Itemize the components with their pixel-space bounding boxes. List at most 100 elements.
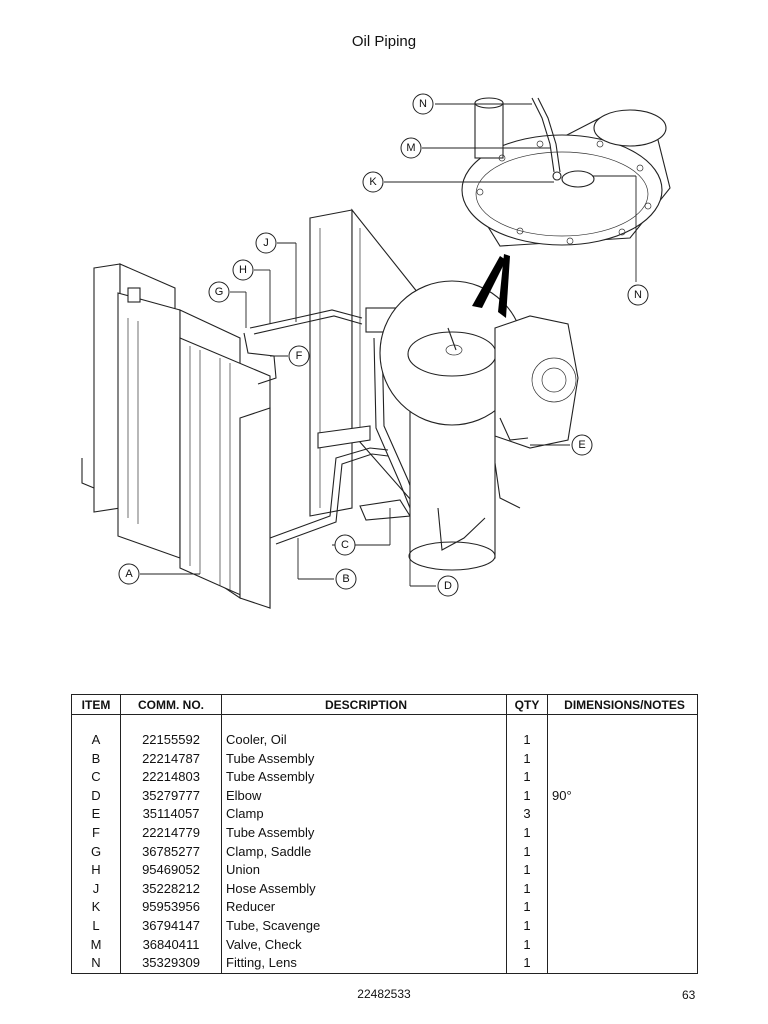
description-cell: Tube Assembly	[221, 749, 507, 769]
notes-cell	[547, 805, 698, 824]
item-cell: A	[71, 731, 121, 750]
comm-no-cell: 22214787	[120, 749, 222, 769]
callout-e: E	[571, 434, 593, 456]
item-cell: C	[71, 768, 121, 787]
comm-no-cell: 36840411	[120, 935, 222, 955]
notes-cell	[547, 731, 698, 750]
comm-no-cell: 22214779	[120, 823, 222, 843]
description-cell: Tube, Scavenge	[221, 916, 507, 936]
qty-cell: 1	[506, 842, 548, 862]
qty-cell: 1	[506, 916, 548, 936]
parts-table: ITEM COMM. NO. DESCRIPTION QTY DIMENSION…	[71, 694, 698, 974]
callout-m: N	[412, 93, 434, 115]
notes-cell	[547, 749, 698, 769]
comm-no-cell: 95953956	[120, 898, 222, 917]
callout-label: K	[369, 176, 377, 188]
table-spacer-row	[71, 714, 698, 731]
notes-cell	[547, 954, 698, 974]
callout-d: D	[437, 575, 459, 597]
callout-f: F	[288, 345, 310, 367]
description-cell: Elbow	[221, 786, 507, 806]
exploded-view-drawing: N M K N J H G F E C B D	[81, 93, 671, 609]
item-cell: D	[71, 786, 121, 806]
qty-cell: 3	[506, 805, 548, 824]
callout-label: N	[419, 98, 427, 110]
notes-cell	[547, 935, 698, 955]
parts-table-header: ITEM COMM. NO. DESCRIPTION QTY DIMENSION…	[71, 694, 698, 715]
callout-label: M	[406, 142, 415, 154]
description-cell: Cooler, Oil	[221, 731, 507, 750]
qty-cell: 1	[506, 879, 548, 899]
item-cell: K	[71, 898, 121, 917]
qty-cell: 1	[506, 954, 548, 974]
notes-cell	[547, 879, 698, 899]
item-cell: J	[71, 879, 121, 899]
detail-view-drawing	[461, 97, 671, 318]
qty-cell: 1	[506, 731, 548, 750]
description-cell: Union	[221, 861, 507, 880]
callout-h: H	[232, 259, 254, 281]
description-cell: Clamp, Saddle	[221, 842, 507, 862]
qty-cell: 1	[506, 861, 548, 880]
callout-n: N	[627, 284, 649, 306]
callout-g: G	[208, 281, 230, 303]
notes-cell	[547, 768, 698, 787]
description-cell: Valve, Check	[221, 935, 507, 955]
callout-label: J	[263, 237, 269, 249]
comm-no-cell: 36794147	[120, 916, 222, 936]
header-item: ITEM	[71, 694, 121, 715]
callout-label: F	[296, 350, 303, 362]
callout-label: N	[634, 289, 642, 301]
description-cell: Hose Assembly	[221, 879, 507, 899]
compressor-drawing	[494, 315, 579, 509]
description-cell: Tube Assembly	[221, 768, 507, 787]
callout-j: J	[255, 232, 277, 254]
callout-label: B	[342, 573, 349, 585]
notes-cell	[547, 898, 698, 917]
description-cell: Tube Assembly	[221, 823, 507, 843]
oil-cooler-drawing	[81, 263, 271, 609]
description-cell: Fitting, Lens	[221, 954, 507, 974]
callout-l: M	[400, 137, 422, 159]
header-comm-no: COMM. NO.	[120, 694, 222, 715]
item-cell: B	[71, 749, 121, 769]
comm-no-cell: 36785277	[120, 842, 222, 862]
qty-cell: 1	[506, 749, 548, 769]
comm-no-cell: 95469052	[120, 861, 222, 880]
item-cell: F	[71, 823, 121, 843]
comm-no-cell: 22214803	[120, 768, 222, 787]
notes-cell	[547, 916, 698, 936]
callout-label: G	[215, 286, 224, 298]
separator-tank-drawing	[379, 280, 525, 571]
oil-piping-diagram: N M K N J H G F E C B D	[70, 88, 710, 628]
qty-cell: 1	[506, 786, 548, 806]
item-cell: M	[71, 935, 121, 955]
comm-no-cell: 35114057	[120, 805, 222, 824]
description-cell: Reducer	[221, 898, 507, 917]
callout-label: A	[125, 568, 133, 580]
callout-label: D	[444, 580, 452, 592]
comm-no-cell: 22155592	[120, 731, 222, 750]
notes-cell	[547, 861, 698, 880]
callout-a: A	[118, 563, 140, 585]
notes-cell: 90°	[547, 786, 698, 806]
qty-cell: 1	[506, 823, 548, 843]
callout-k: K	[362, 171, 384, 193]
callout-c: C	[334, 534, 356, 556]
item-cell: E	[71, 805, 121, 824]
comm-no-cell: 35279777	[120, 786, 222, 806]
comm-no-cell: 35228212	[120, 879, 222, 899]
item-cell: N	[71, 954, 121, 974]
callout-b: B	[335, 568, 357, 590]
